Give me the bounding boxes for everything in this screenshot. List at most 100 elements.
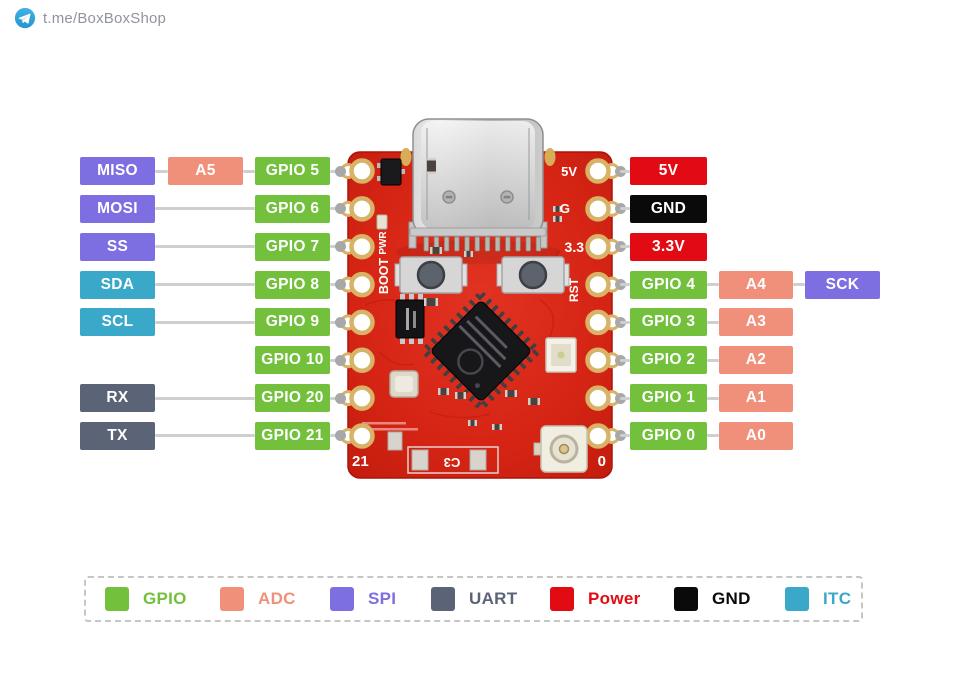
silk-pwr: PWR bbox=[378, 231, 389, 255]
pin-label-sck: SCK bbox=[805, 270, 880, 299]
pin-label-a5: A5 bbox=[168, 157, 243, 185]
board-photo: PWR BOOT RST 5V G 3.3 21 0 C3 bbox=[325, 100, 645, 495]
pin-label-gpio-4: GPIO 4 bbox=[630, 270, 707, 299]
legend-item-power: Power bbox=[550, 578, 641, 620]
pin-label-gnd: GND bbox=[630, 194, 707, 223]
legend-item-uart: UART bbox=[431, 578, 517, 620]
silk-5v: 5V bbox=[561, 164, 577, 179]
wire-endpoint-dot bbox=[335, 430, 346, 442]
legend-swatch-power bbox=[550, 587, 574, 611]
pin-label-a1: A1 bbox=[719, 384, 793, 413]
crystal-oscillator bbox=[389, 370, 419, 398]
wire-endpoint-dot bbox=[335, 279, 346, 291]
transistor bbox=[377, 158, 405, 186]
connector-wire bbox=[707, 434, 719, 438]
silk-g: G bbox=[560, 201, 570, 216]
pin-label-gpio-3: GPIO 3 bbox=[630, 308, 707, 337]
reset-button bbox=[496, 256, 570, 294]
pin-label-gpio-21: GPIO 21 bbox=[255, 421, 330, 450]
legend-item-spi: SPI bbox=[330, 578, 396, 620]
pin-label-3-3v: 3.3V bbox=[630, 232, 707, 261]
antenna-connector bbox=[533, 425, 588, 473]
pin-label-a4: A4 bbox=[719, 270, 793, 299]
legend-item-gnd: GND bbox=[674, 578, 751, 620]
pin-label-scl: SCL bbox=[80, 308, 155, 337]
header: t.me/BoxBoxShop bbox=[14, 7, 166, 29]
castellated-pads bbox=[340, 158, 620, 449]
connector-wire bbox=[707, 320, 719, 324]
pin-label-miso: MISO bbox=[80, 157, 155, 185]
wire-endpoint-dot bbox=[335, 165, 346, 177]
usb-dimples bbox=[442, 190, 514, 204]
wire-endpoint-dot bbox=[335, 241, 346, 253]
connector-wire bbox=[155, 207, 255, 211]
wire-endpoint-dot bbox=[335, 203, 346, 215]
connector-wire bbox=[620, 245, 630, 249]
pin-label-gpio-8: GPIO 8 bbox=[255, 270, 330, 299]
pin-label-a2: A2 bbox=[719, 346, 793, 375]
legend-swatch-uart bbox=[431, 587, 455, 611]
silk-c3: C3 bbox=[444, 455, 461, 470]
legend-swatch-adc bbox=[220, 587, 244, 611]
connector-wire bbox=[707, 283, 719, 287]
silk-0: 0 bbox=[598, 453, 606, 470]
connector-wire bbox=[707, 396, 719, 400]
pin-label-a3: A3 bbox=[719, 308, 793, 337]
legend-swatch-itc bbox=[785, 587, 809, 611]
pin-label-mosi: MOSI bbox=[80, 194, 155, 223]
pin-label-5v: 5V bbox=[630, 157, 707, 185]
legend-label-adc: ADC bbox=[258, 589, 296, 608]
connector-wire bbox=[155, 396, 255, 400]
telegram-icon bbox=[14, 7, 36, 29]
silkscreen-labels: PWR BOOT RST 5V G 3.3 21 0 C3 bbox=[352, 164, 606, 470]
gold-pad bbox=[400, 148, 412, 166]
connector-wire bbox=[155, 320, 255, 324]
connector-wire bbox=[620, 358, 630, 362]
connector-wire bbox=[155, 434, 255, 438]
gold-pad bbox=[544, 148, 556, 166]
usb-c-connector bbox=[408, 118, 548, 252]
pin-label-gpio-1: GPIO 1 bbox=[630, 384, 707, 413]
legend-item-gpio: GPIO bbox=[105, 578, 187, 620]
voltage-regulator bbox=[395, 294, 425, 344]
connector-wire bbox=[155, 169, 168, 173]
legend-label-gnd: GND bbox=[712, 589, 751, 608]
pin-label-gpio-7: GPIO 7 bbox=[255, 232, 330, 261]
connector-wire bbox=[620, 396, 630, 400]
connector-wire bbox=[620, 434, 630, 438]
legend-label-power: Power bbox=[588, 589, 641, 608]
legend-item-adc: ADC bbox=[220, 578, 296, 620]
power-led bbox=[376, 214, 388, 230]
wire-endpoint-dot bbox=[335, 392, 346, 404]
connector-wire bbox=[620, 207, 630, 211]
connector-wire bbox=[155, 245, 255, 249]
legend-swatch-spi bbox=[330, 587, 354, 611]
silk-rst: RST bbox=[567, 277, 581, 302]
pin-label-gpio-9: GPIO 9 bbox=[255, 308, 330, 337]
legend-label-gpio: GPIO bbox=[143, 589, 187, 608]
connector-wire bbox=[620, 169, 630, 173]
connector-wire bbox=[620, 283, 630, 287]
silk-boot: BOOT bbox=[377, 258, 391, 294]
pin-label-gpio-6: GPIO 6 bbox=[255, 194, 330, 223]
wire-endpoint-dot bbox=[335, 316, 346, 328]
pin-label-tx: TX bbox=[80, 421, 155, 450]
pin-label-sda: SDA bbox=[80, 270, 155, 299]
pin-label-ss: SS bbox=[80, 232, 155, 261]
esp32-board-svg: PWR BOOT RST 5V G 3.3 21 0 C3 bbox=[340, 118, 620, 479]
wire-endpoint-dot bbox=[335, 354, 346, 366]
usb-solder-pins bbox=[423, 236, 542, 252]
legend-label-spi: SPI bbox=[368, 589, 397, 608]
pin-label-a0: A0 bbox=[719, 421, 793, 450]
pin-label-gpio-0: GPIO 0 bbox=[630, 421, 707, 450]
connector-wire bbox=[793, 283, 805, 287]
silk-21: 21 bbox=[352, 453, 369, 470]
connector-wire bbox=[620, 320, 630, 324]
legend-swatch-gpio bbox=[105, 587, 129, 611]
pin-label-rx: RX bbox=[80, 384, 155, 413]
connector-wire bbox=[707, 358, 719, 362]
silk-3v3: 3.3 bbox=[565, 239, 585, 255]
legend-item-itc: ITC bbox=[785, 578, 851, 620]
connector-wire bbox=[243, 169, 255, 173]
